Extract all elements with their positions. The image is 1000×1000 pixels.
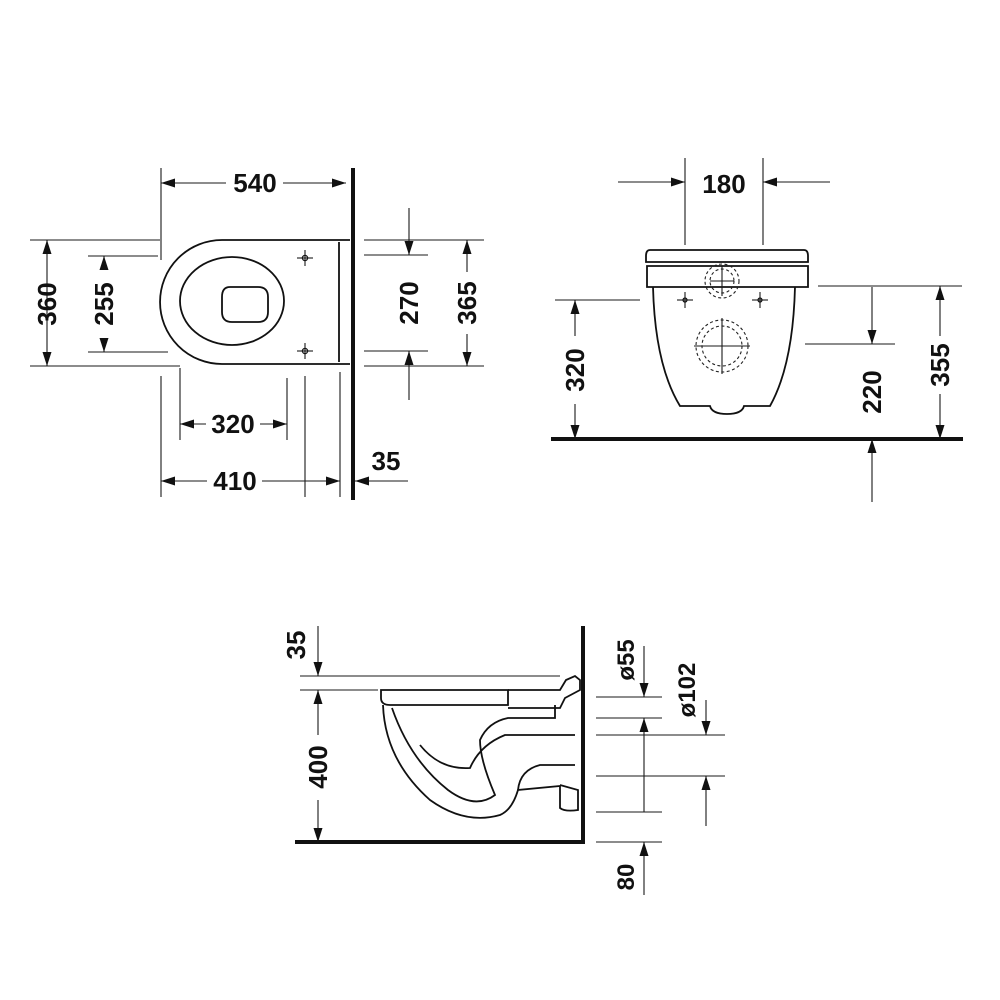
side-bowl-trap bbox=[419, 734, 575, 769]
fixing-cross-icon bbox=[677, 292, 693, 308]
side-bowl-outer bbox=[382, 704, 579, 819]
seat-opening bbox=[179, 256, 285, 346]
side-view: 35 400 ø55 ø102 80 bbox=[281, 626, 725, 895]
dim-overall-length: 540 bbox=[233, 168, 276, 198]
dim-wall-gap: 35 bbox=[372, 446, 401, 476]
dim-rim-height: 400 bbox=[303, 745, 333, 788]
fixing-hole-icon bbox=[297, 250, 313, 266]
dim-outlet-height: 320 bbox=[560, 348, 590, 391]
dim-top-fixing-height: 355 bbox=[925, 343, 955, 386]
fixing-hole-icon bbox=[297, 343, 313, 359]
front-seat-outline bbox=[646, 265, 809, 288]
bowl-well bbox=[221, 286, 269, 323]
dim-inlet-height: 220 bbox=[857, 370, 887, 413]
fixing-cross-icon bbox=[752, 292, 768, 308]
side-lid-outline bbox=[508, 674, 581, 709]
dim-outlet-diameter: ø102 bbox=[674, 663, 701, 718]
front-body-outline bbox=[645, 249, 809, 263]
front-view: 180 320 220 355 bbox=[551, 158, 963, 502]
dim-outlet-offset: 80 bbox=[613, 864, 640, 891]
dim-bowl-depth: 320 bbox=[211, 409, 254, 439]
dim-fixing-spacing: 270 bbox=[394, 281, 424, 324]
dim-overall-width: 360 bbox=[32, 282, 62, 325]
side-bowl-inner bbox=[391, 705, 556, 803]
dim-seat-thickness: 35 bbox=[281, 631, 311, 660]
bowl-outline bbox=[159, 239, 350, 365]
dim-seat-width: 255 bbox=[89, 282, 119, 325]
dim-front-fixing-spacing: 180 bbox=[702, 169, 745, 199]
dim-rear-width: 365 bbox=[452, 281, 482, 324]
front-bowl-outline bbox=[652, 286, 796, 415]
top-view: 540 360 255 270 365 bbox=[30, 168, 484, 500]
side-seat-outline bbox=[380, 689, 509, 706]
dim-length-to-wall: 410 bbox=[213, 466, 256, 496]
dim-inlet-diameter: ø55 bbox=[613, 639, 640, 680]
inlet-circle bbox=[704, 263, 740, 299]
